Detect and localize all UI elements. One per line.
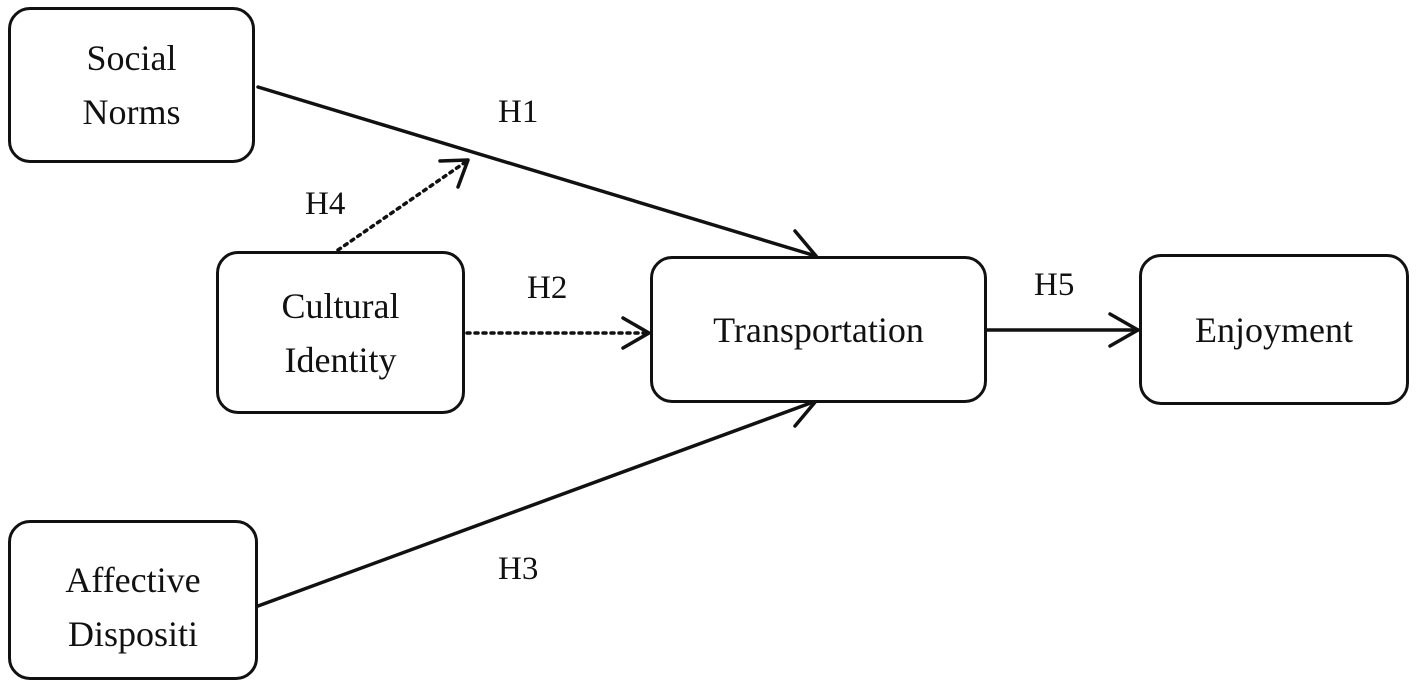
edge-label-h5: H5 (1034, 267, 1075, 303)
node-enjoyment-label: Enjoyment (1195, 309, 1353, 350)
node-affective-disposition-line1: Affective (65, 560, 201, 600)
edge-label-h4: H4 (305, 186, 346, 222)
node-transportation-label: Transportation (713, 309, 924, 350)
node-affective-disposition: Affective Dispositi (8, 520, 258, 680)
edge-h4-arrowhead (438, 158, 470, 189)
edge-label-h3: H3 (498, 551, 539, 587)
node-cultural-identity-line1: Cultural (281, 285, 400, 326)
node-social-norms: Social Norms (8, 7, 255, 163)
edge-h3-line (256, 399, 818, 608)
edge-label-h2: H2 (527, 270, 568, 306)
node-cultural-identity: Cultural Identity (216, 251, 465, 414)
node-social-norms-line1: Social (86, 38, 177, 78)
edge-label-h1: H1 (498, 94, 539, 130)
edge-h4-line (336, 159, 469, 252)
node-transportation: Transportation (650, 256, 987, 403)
node-social-norms-line2: Norms (82, 92, 181, 132)
node-enjoyment: Enjoyment (1139, 254, 1409, 405)
node-affective-disposition-line2: Dispositi (67, 614, 199, 654)
node-cultural-identity-line2: Identity (284, 339, 397, 380)
edge-h2-arrowhead (621, 316, 651, 350)
edge-h5-arrowhead (1108, 312, 1140, 348)
edge-h1-line (256, 85, 818, 258)
